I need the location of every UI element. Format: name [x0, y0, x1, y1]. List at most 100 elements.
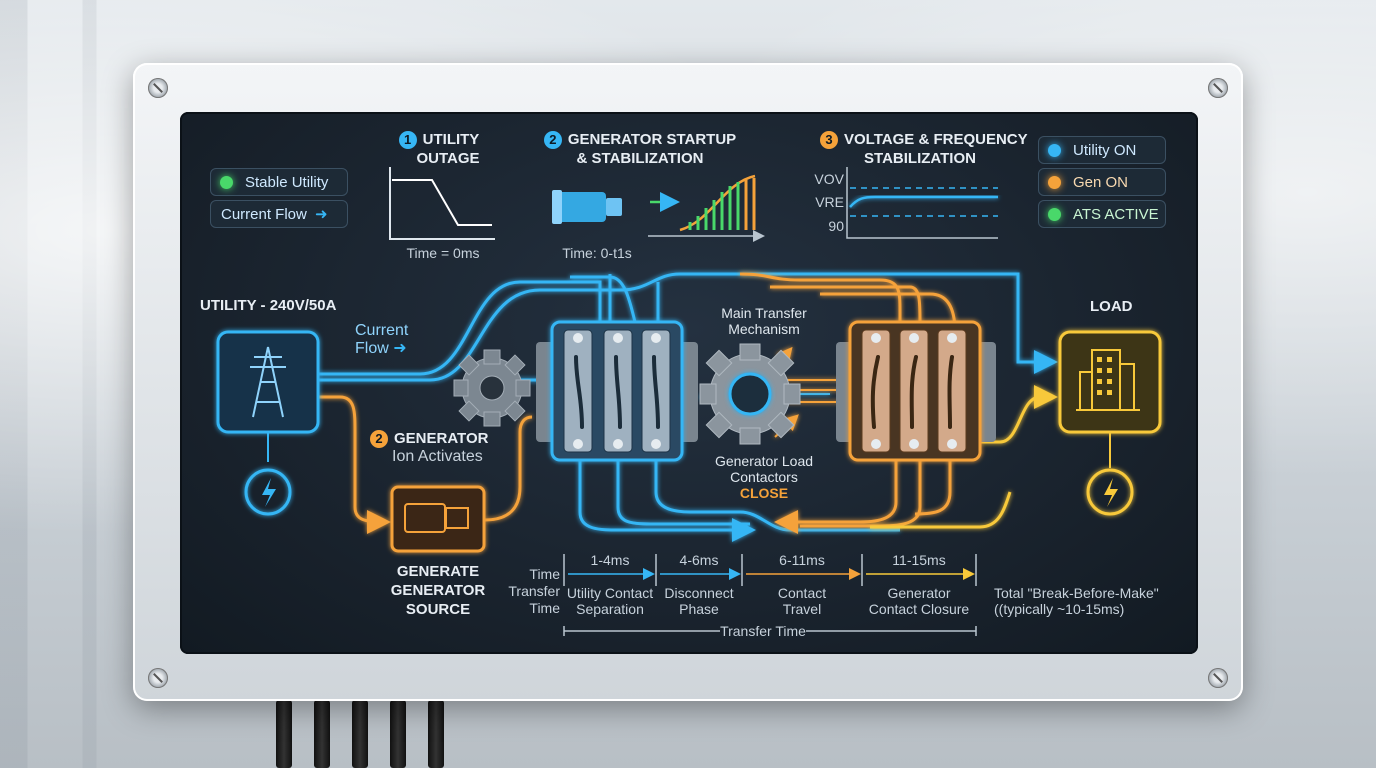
total-break-before-make: Total "Break-Before-Make" ((typically ~1… — [994, 585, 1159, 617]
segment-3-label: Contact Travel — [742, 585, 862, 617]
cable — [428, 700, 444, 768]
segment-1-line1: Utility Contact — [566, 585, 654, 601]
transfer-time-label: Transfer Time — [720, 623, 806, 639]
source-line1: GENERATE — [396, 563, 480, 580]
status-ats-active: ATS ACTIVE — [1038, 200, 1166, 228]
screw-icon — [1208, 78, 1228, 98]
mechanism-line1: Main Transfer — [721, 305, 807, 321]
generator-sub-label: Ion Activates — [392, 448, 483, 465]
outage-graph — [389, 167, 495, 240]
display-screen: Stable Utility Current Flow ➜ Utility ON… — [180, 112, 1198, 654]
status-gen-on-label: Gen ON — [1073, 174, 1129, 191]
step-3-title: VOLTAGE & FREQUENCY — [844, 131, 1028, 148]
startup-graph — [552, 174, 765, 242]
current-flow-label: Current Flow ➜ — [355, 322, 408, 358]
contactors-close-label: Generator Load Contactors CLOSE — [706, 453, 822, 501]
status-gen-on: Gen ON — [1038, 168, 1166, 196]
segment-1-range: 1-4ms — [590, 552, 630, 568]
generator-contactor — [836, 320, 996, 462]
step-1-title-line2: OUTAGE — [416, 150, 480, 167]
generator-icon — [390, 485, 486, 553]
step-2-title: GENERATOR STARTUP — [567, 131, 737, 148]
source-line3: SOURCE — [405, 601, 471, 618]
step-1-time: Time = 0ms — [406, 245, 480, 261]
cable — [276, 700, 292, 768]
step-2-time: Time: 0-t1s — [562, 245, 632, 261]
axis-label-vre: VRE — [815, 194, 844, 210]
segment-4-line1: Generator — [887, 585, 951, 601]
current-flow-line1: Current — [355, 322, 409, 339]
segment-4-line2: Contact Closure — [868, 601, 970, 617]
axis-label-vov: VOV — [814, 171, 844, 187]
timeline-left-line1: Time — [529, 566, 560, 582]
center-gear-icon — [699, 343, 801, 445]
legend-stable-utility-label: Stable Utility — [245, 174, 329, 191]
main-transfer-label: Main Transfer Mechanism — [708, 305, 820, 337]
generator-number: 2 — [370, 430, 388, 448]
step-1-number: 1 — [398, 131, 417, 149]
step-1-header: 1 UTILITY OUTAGE — [384, 130, 494, 168]
stabilization-graph — [846, 167, 998, 239]
left-gear-icon — [453, 349, 531, 427]
contactors-line1: Generator Load — [714, 453, 814, 469]
timeline-scale — [563, 554, 977, 636]
legend-current-flow-label: Current Flow — [221, 206, 307, 223]
step-2-number: 2 — [543, 131, 562, 149]
load-label: LOAD — [1090, 298, 1133, 315]
segment-4-range: 11-15ms — [892, 552, 946, 568]
contactors-line2: Contactors — [730, 469, 798, 485]
mechanism-line2: Mechanism — [728, 321, 800, 337]
green-dot-icon — [1048, 208, 1061, 221]
status-utility-on: Utility ON — [1038, 136, 1166, 164]
screw-icon — [1208, 668, 1228, 688]
segment-3-line2: Travel — [782, 601, 822, 617]
load-building-icon — [1058, 330, 1162, 516]
generator-source-label: GENERATE GENERATOR SOURCE — [378, 562, 498, 619]
segment-2-line1: Disconnect — [664, 585, 734, 601]
utility-tower-icon — [216, 330, 320, 516]
step-2-title-line2: & STABILIZATION — [576, 150, 704, 167]
segment-2-line2: Phase — [679, 601, 719, 617]
load-flow-lines — [870, 385, 1058, 529]
step-1-title: UTILITY — [422, 131, 480, 148]
arrow-right-icon: ➜ — [393, 340, 407, 357]
status-utility-on-label: Utility ON — [1073, 142, 1137, 159]
step-3-title-line2: STABILIZATION — [864, 150, 976, 167]
cable — [314, 700, 330, 768]
timeline-left-line3: Time — [529, 600, 560, 616]
total-line2: ((typically ~10-15ms) — [994, 601, 1125, 617]
cable — [390, 700, 406, 768]
diagram-graphics — [216, 167, 1162, 636]
timeline-left-label: Time Transfer Time — [496, 566, 560, 617]
arrow-right-icon: ➜ — [315, 206, 328, 223]
total-line1: Total "Break-Before-Make" — [994, 585, 1159, 601]
step-2-header: 2 GENERATOR STARTUP & STABILIZATION — [540, 130, 740, 168]
legend-current-flow: Current Flow ➜ — [210, 200, 348, 228]
segment-3-range: 6-11ms — [779, 552, 825, 568]
contactors-close: CLOSE — [739, 485, 789, 501]
generator-label: GENERATOR — [394, 430, 489, 447]
generator-activation-label: 2 GENERATOR Ion Activates — [370, 430, 488, 466]
segment-1-line2: Separation — [576, 601, 644, 617]
segment-3-line1: Contact — [777, 585, 827, 601]
segment-1-label: Utility Contact Separation — [552, 585, 668, 617]
screw-icon — [148, 668, 168, 688]
green-dot-icon — [220, 176, 233, 189]
screw-icon — [148, 78, 168, 98]
step-3-number: 3 — [820, 131, 838, 149]
current-flow-line2: Flow — [355, 340, 389, 357]
axis-label-90: 90 — [828, 218, 844, 234]
orange-dot-icon — [1048, 176, 1061, 189]
step-3-header: 3 VOLTAGE & FREQUENCY STABILIZATION — [820, 130, 1028, 168]
segment-2-label: Disconnect Phase — [656, 585, 742, 617]
blue-dot-icon — [1048, 144, 1061, 157]
legend-stable-utility: Stable Utility — [210, 168, 348, 196]
segment-2-range: 4-6ms — [679, 552, 719, 568]
utility-contactor — [536, 320, 698, 462]
segment-4-label: Generator Contact Closure — [854, 585, 984, 617]
cable — [352, 700, 368, 768]
timeline-left-line2: Transfer — [508, 583, 560, 599]
source-line2: GENERATOR — [390, 582, 486, 599]
utility-label: UTILITY - 240V/50A — [200, 297, 337, 314]
status-ats-active-label: ATS ACTIVE — [1073, 206, 1159, 223]
